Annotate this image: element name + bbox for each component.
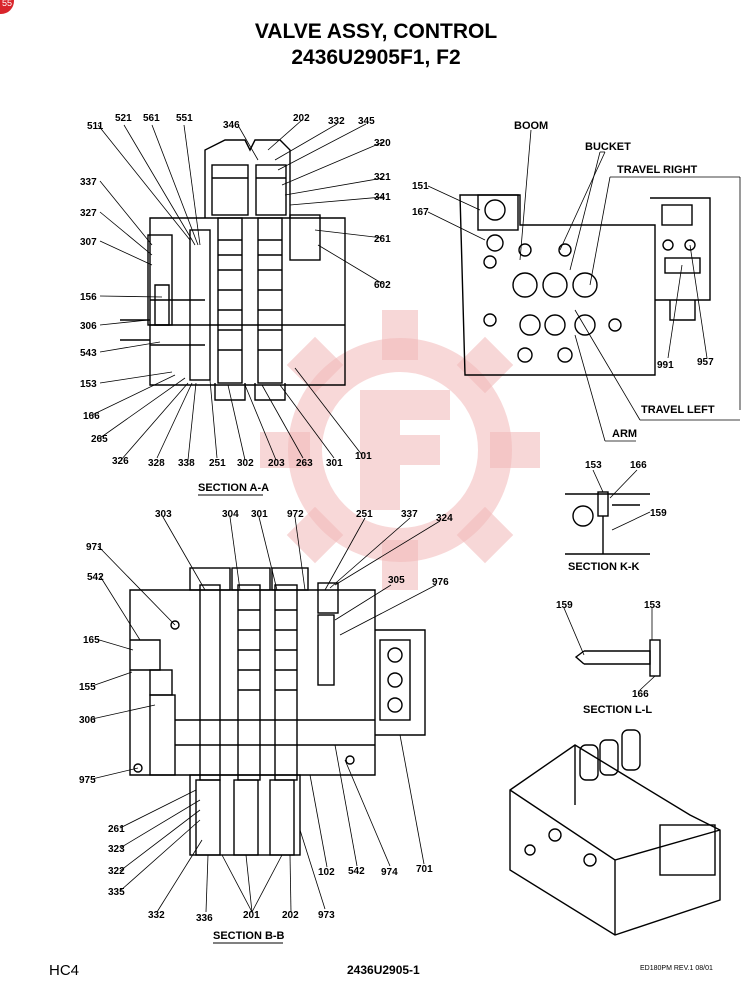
isometric-drawing <box>509 729 721 936</box>
part-callout-kk-159: 159 <box>650 508 667 519</box>
part-callout-bb-324: 324 <box>436 513 453 524</box>
side-label-travel-left: TRAVEL LEFT <box>641 404 715 416</box>
part-callout-aa-602: 602 <box>374 280 391 291</box>
part-callout-aa-346: 346 <box>223 120 240 131</box>
part-callout-bb-542: 542 <box>348 866 365 877</box>
part-callout-aa-332: 332 <box>328 116 345 127</box>
part-callout-aa-543: 543 <box>80 348 97 359</box>
side-label-arm: ARM <box>612 428 637 440</box>
part-callout-bb-155: 155 <box>79 682 96 693</box>
part-callout-aa-561: 561 <box>143 113 160 124</box>
part-callout-side-957: 957 <box>697 357 714 368</box>
part-callout-aa-153: 153 <box>80 379 97 390</box>
part-callout-bb-102: 102 <box>318 867 335 878</box>
part-callout-bb-972: 972 <box>287 509 304 520</box>
part-callout-bb-323: 323 <box>108 844 125 855</box>
part-callout-aa-203: 203 <box>268 458 285 469</box>
page-title: VALVE ASSY, CONTROL <box>254 20 498 43</box>
part-callout-aa-263: 263 <box>296 458 313 469</box>
part-callout-bb-701: 701 <box>416 864 433 875</box>
part-callout-bb-303: 303 <box>155 509 172 520</box>
part-callout-aa-511: 511 <box>87 121 104 132</box>
section-bb-caption: SECTION B-B <box>213 930 285 942</box>
part-callout-bb-202: 202 <box>282 910 299 921</box>
part-callout-side-991: 991 <box>657 360 674 371</box>
part-callout-aa-341: 341 <box>374 192 391 203</box>
part-callout-bb-335: 335 <box>108 887 125 898</box>
footer-drawing-number: 2436U2905-1 <box>347 963 420 977</box>
side-label-bucket: BUCKET <box>585 141 631 153</box>
part-callout-bb-201: 201 <box>243 910 260 921</box>
section-bb-drawing <box>129 567 426 856</box>
part-callout-aa-265: 265 <box>91 434 108 445</box>
part-callout-bb-332: 332 <box>148 910 165 921</box>
part-callout-aa-326: 326 <box>112 456 129 467</box>
part-callout-aa-251: 251 <box>209 458 226 469</box>
part-callout-bb-261: 261 <box>108 824 125 835</box>
part-callout-aa-345: 345 <box>358 116 375 127</box>
part-callout-aa-166: 166 <box>83 411 100 422</box>
section-aa-drawing <box>120 139 346 401</box>
part-callout-aa-551: 551 <box>176 113 193 124</box>
part-callout-side-151: 151 <box>412 181 429 192</box>
part-callout-aa-101: 101 <box>355 451 372 462</box>
part-callout-kk-153: 153 <box>585 460 602 471</box>
part-callout-aa-156: 156 <box>80 292 97 303</box>
section-aa-caption: SECTION A-A <box>198 482 269 494</box>
section-ll-caption: SECTION L-L <box>583 704 652 716</box>
section-kk-caption: SECTION K-K <box>568 561 640 573</box>
part-callout-side-167: 167 <box>412 207 429 218</box>
footer-revision: ED180PM REV.1 08/01 <box>640 965 713 972</box>
part-callout-bb-165: 165 <box>83 635 100 646</box>
part-callout-bb-975: 975 <box>79 775 96 786</box>
part-callout-bb-971: 971 <box>86 542 103 553</box>
section-kk-drawing <box>565 491 650 555</box>
corner-badge: 55 <box>0 0 14 14</box>
part-callout-bb-974: 974 <box>381 867 398 878</box>
part-callout-bb-251: 251 <box>356 509 373 520</box>
part-callout-bb-306: 306 <box>79 715 96 726</box>
part-callout-ll-166: 166 <box>632 689 649 700</box>
footer-page-code: HC4 <box>49 962 80 979</box>
side-label-boom: BOOM <box>514 120 548 132</box>
part-callout-aa-306: 306 <box>80 321 97 332</box>
part-callout-bb-976: 976 <box>432 577 449 588</box>
part-callout-bb-337: 337 <box>401 509 418 520</box>
part-callout-ll-153: 153 <box>644 600 661 611</box>
section-ll-drawing <box>574 639 661 677</box>
part-callout-bb-336: 336 <box>196 913 213 924</box>
part-callout-bb-304: 304 <box>222 509 239 520</box>
part-callout-aa-321: 321 <box>374 172 391 183</box>
part-callout-bb-305: 305 <box>388 575 405 586</box>
part-callout-bb-322: 322 <box>108 866 125 877</box>
part-callout-aa-320: 320 <box>374 138 391 149</box>
part-callout-aa-202: 202 <box>293 113 310 124</box>
part-callout-bb-973: 973 <box>318 910 335 921</box>
part-callout-aa-327: 327 <box>80 208 97 219</box>
part-callout-aa-307: 307 <box>80 237 97 248</box>
part-callout-aa-337: 337 <box>80 177 97 188</box>
side-label-travel-right: TRAVEL RIGHT <box>617 164 698 176</box>
page-subtitle: 2436U2905F1, F2 <box>291 46 461 69</box>
part-callout-kk-166: 166 <box>630 460 647 471</box>
part-callout-bb-301: 301 <box>251 509 268 520</box>
part-callout-ll-159: 159 <box>556 600 573 611</box>
side-view-drawing <box>459 194 711 376</box>
part-callout-aa-328: 328 <box>148 458 165 469</box>
part-callout-aa-302: 302 <box>237 458 254 469</box>
part-callout-aa-338: 338 <box>178 458 195 469</box>
part-callout-bb-542: 542 <box>87 572 104 583</box>
part-callout-aa-301: 301 <box>326 458 343 469</box>
part-callout-aa-521: 521 <box>115 113 132 124</box>
part-callout-aa-261: 261 <box>374 234 391 245</box>
